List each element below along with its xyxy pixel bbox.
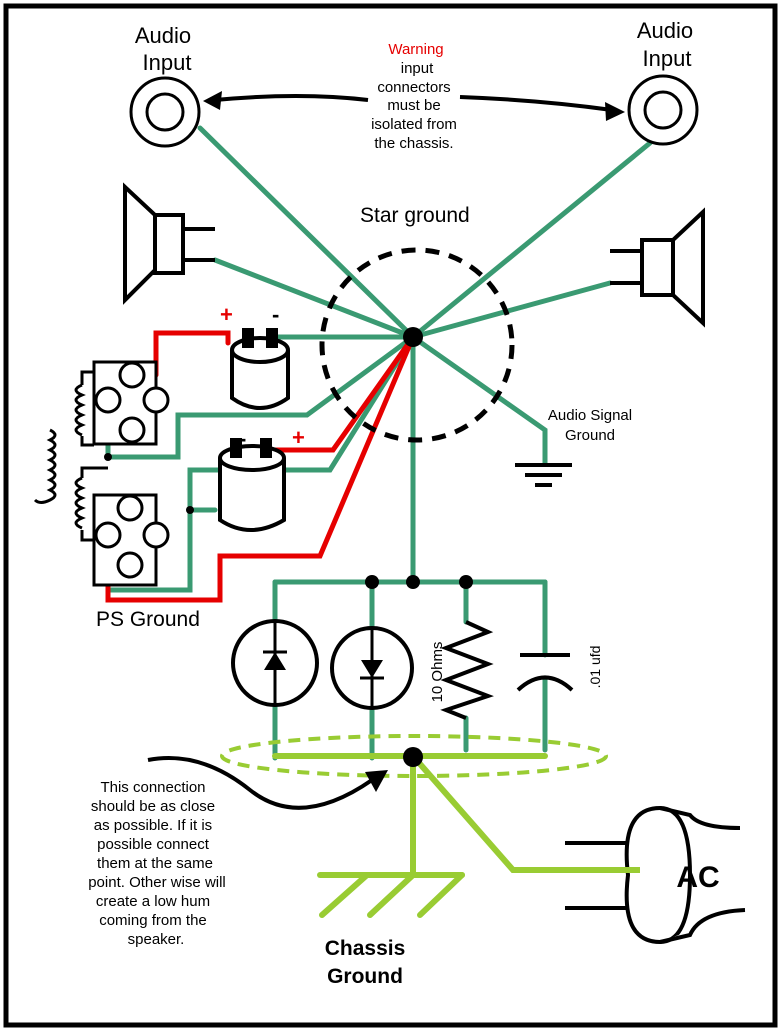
warning-arrows (214, 94, 613, 112)
audio-signal-ground-label: Audio Signal Ground (548, 407, 632, 444)
audio-input-right-label-1: Audio (637, 18, 693, 43)
ac-label: AC (676, 861, 719, 894)
diode-1-icon (231, 619, 319, 707)
resistor-label: 10 Ohms (429, 642, 446, 703)
svg-text:create a low hum: create a low hum (96, 893, 210, 910)
wire-cap1-positive (153, 330, 231, 378)
chassis-ground-label-2: Ground (327, 965, 403, 988)
svg-text:connectors: connectors (377, 79, 450, 96)
capacitor-1-icon (230, 328, 290, 410)
wire-cap2-positive (269, 334, 416, 453)
bridge-rectifier-2-icon (92, 493, 170, 587)
warning-title: Warning (388, 41, 443, 58)
ac-plug-icon (565, 805, 746, 945)
svg-text:should be as close: should be as close (91, 798, 215, 815)
wire-right-speaker (410, 280, 613, 340)
connection-ellipse (220, 734, 608, 778)
svg-text:possible connect: possible connect (97, 836, 210, 853)
audio-input-left-label-2: Input (143, 50, 192, 75)
cap1-plus-sign: + (220, 302, 233, 327)
svg-text:them at the same: them at the same (97, 855, 213, 872)
capacitor-2-icon (218, 438, 286, 532)
wire-right-audio-input (410, 140, 653, 340)
svg-text:must be: must be (387, 97, 440, 114)
star-ground-circle (319, 247, 515, 443)
svg-text:speaker.: speaker. (128, 931, 185, 948)
cap1-minus-sign: - (272, 302, 279, 327)
audio-input-left-jack (129, 76, 201, 148)
audio-input-right-label-2: Input (643, 46, 692, 71)
wire-audio-signal-ground (410, 334, 548, 466)
diode-2-icon (330, 626, 414, 710)
star-ground-label: Star ground (360, 204, 470, 227)
cap2-minus-sign: - (239, 426, 246, 451)
wire-ps1-ground (105, 334, 416, 460)
warning-text: input connectors must be isolated from t… (371, 60, 457, 152)
audio-input-left-label-1: Audio (135, 23, 191, 48)
capacitor-label: .01 ufd (587, 646, 603, 689)
bus-node-center (406, 575, 420, 589)
cap2-plus-sign: + (292, 425, 305, 450)
resistor-icon (440, 620, 494, 720)
svg-text:Ground: Ground (565, 427, 615, 444)
svg-text:Audio Signal: Audio Signal (548, 407, 632, 424)
wire-to-ac (410, 753, 643, 873)
chassis-ground-label-1: Chassis (325, 937, 406, 960)
svg-text:the chassis.: the chassis. (374, 135, 453, 152)
star-point (403, 327, 423, 347)
note-text: This connection should be as close as po… (88, 779, 226, 948)
note-arrow (147, 756, 374, 810)
ps-ground-label: PS Ground (96, 608, 200, 631)
svg-text:as possible. If it is: as possible. If it is (94, 817, 212, 834)
svg-text:isolated from: isolated from (371, 116, 457, 133)
bus-node-resistor (459, 575, 473, 589)
chassis-point (403, 747, 423, 767)
chassis-wires (272, 753, 643, 918)
wire-ps2-positive (105, 334, 416, 603)
speaker-left-icon (123, 182, 215, 305)
bus-node-diode (365, 575, 379, 589)
wire-left-audio-input (197, 125, 416, 340)
ceramic-capacitor-icon (516, 653, 574, 692)
bridge-rectifier-1-icon (92, 360, 170, 446)
positive-wires (105, 330, 416, 603)
audio-signal-ground-symbol (515, 463, 572, 487)
svg-text:coming from the: coming from the (99, 912, 207, 929)
svg-text:input: input (401, 60, 434, 77)
audio-input-right-jack (627, 74, 699, 146)
transformer-icon (33, 370, 108, 542)
speaker-right-icon (610, 207, 705, 328)
svg-text:This connection: This connection (100, 779, 205, 796)
svg-text:point. Other wise will: point. Other wise will (88, 874, 226, 891)
wire-left-speaker (212, 257, 416, 340)
